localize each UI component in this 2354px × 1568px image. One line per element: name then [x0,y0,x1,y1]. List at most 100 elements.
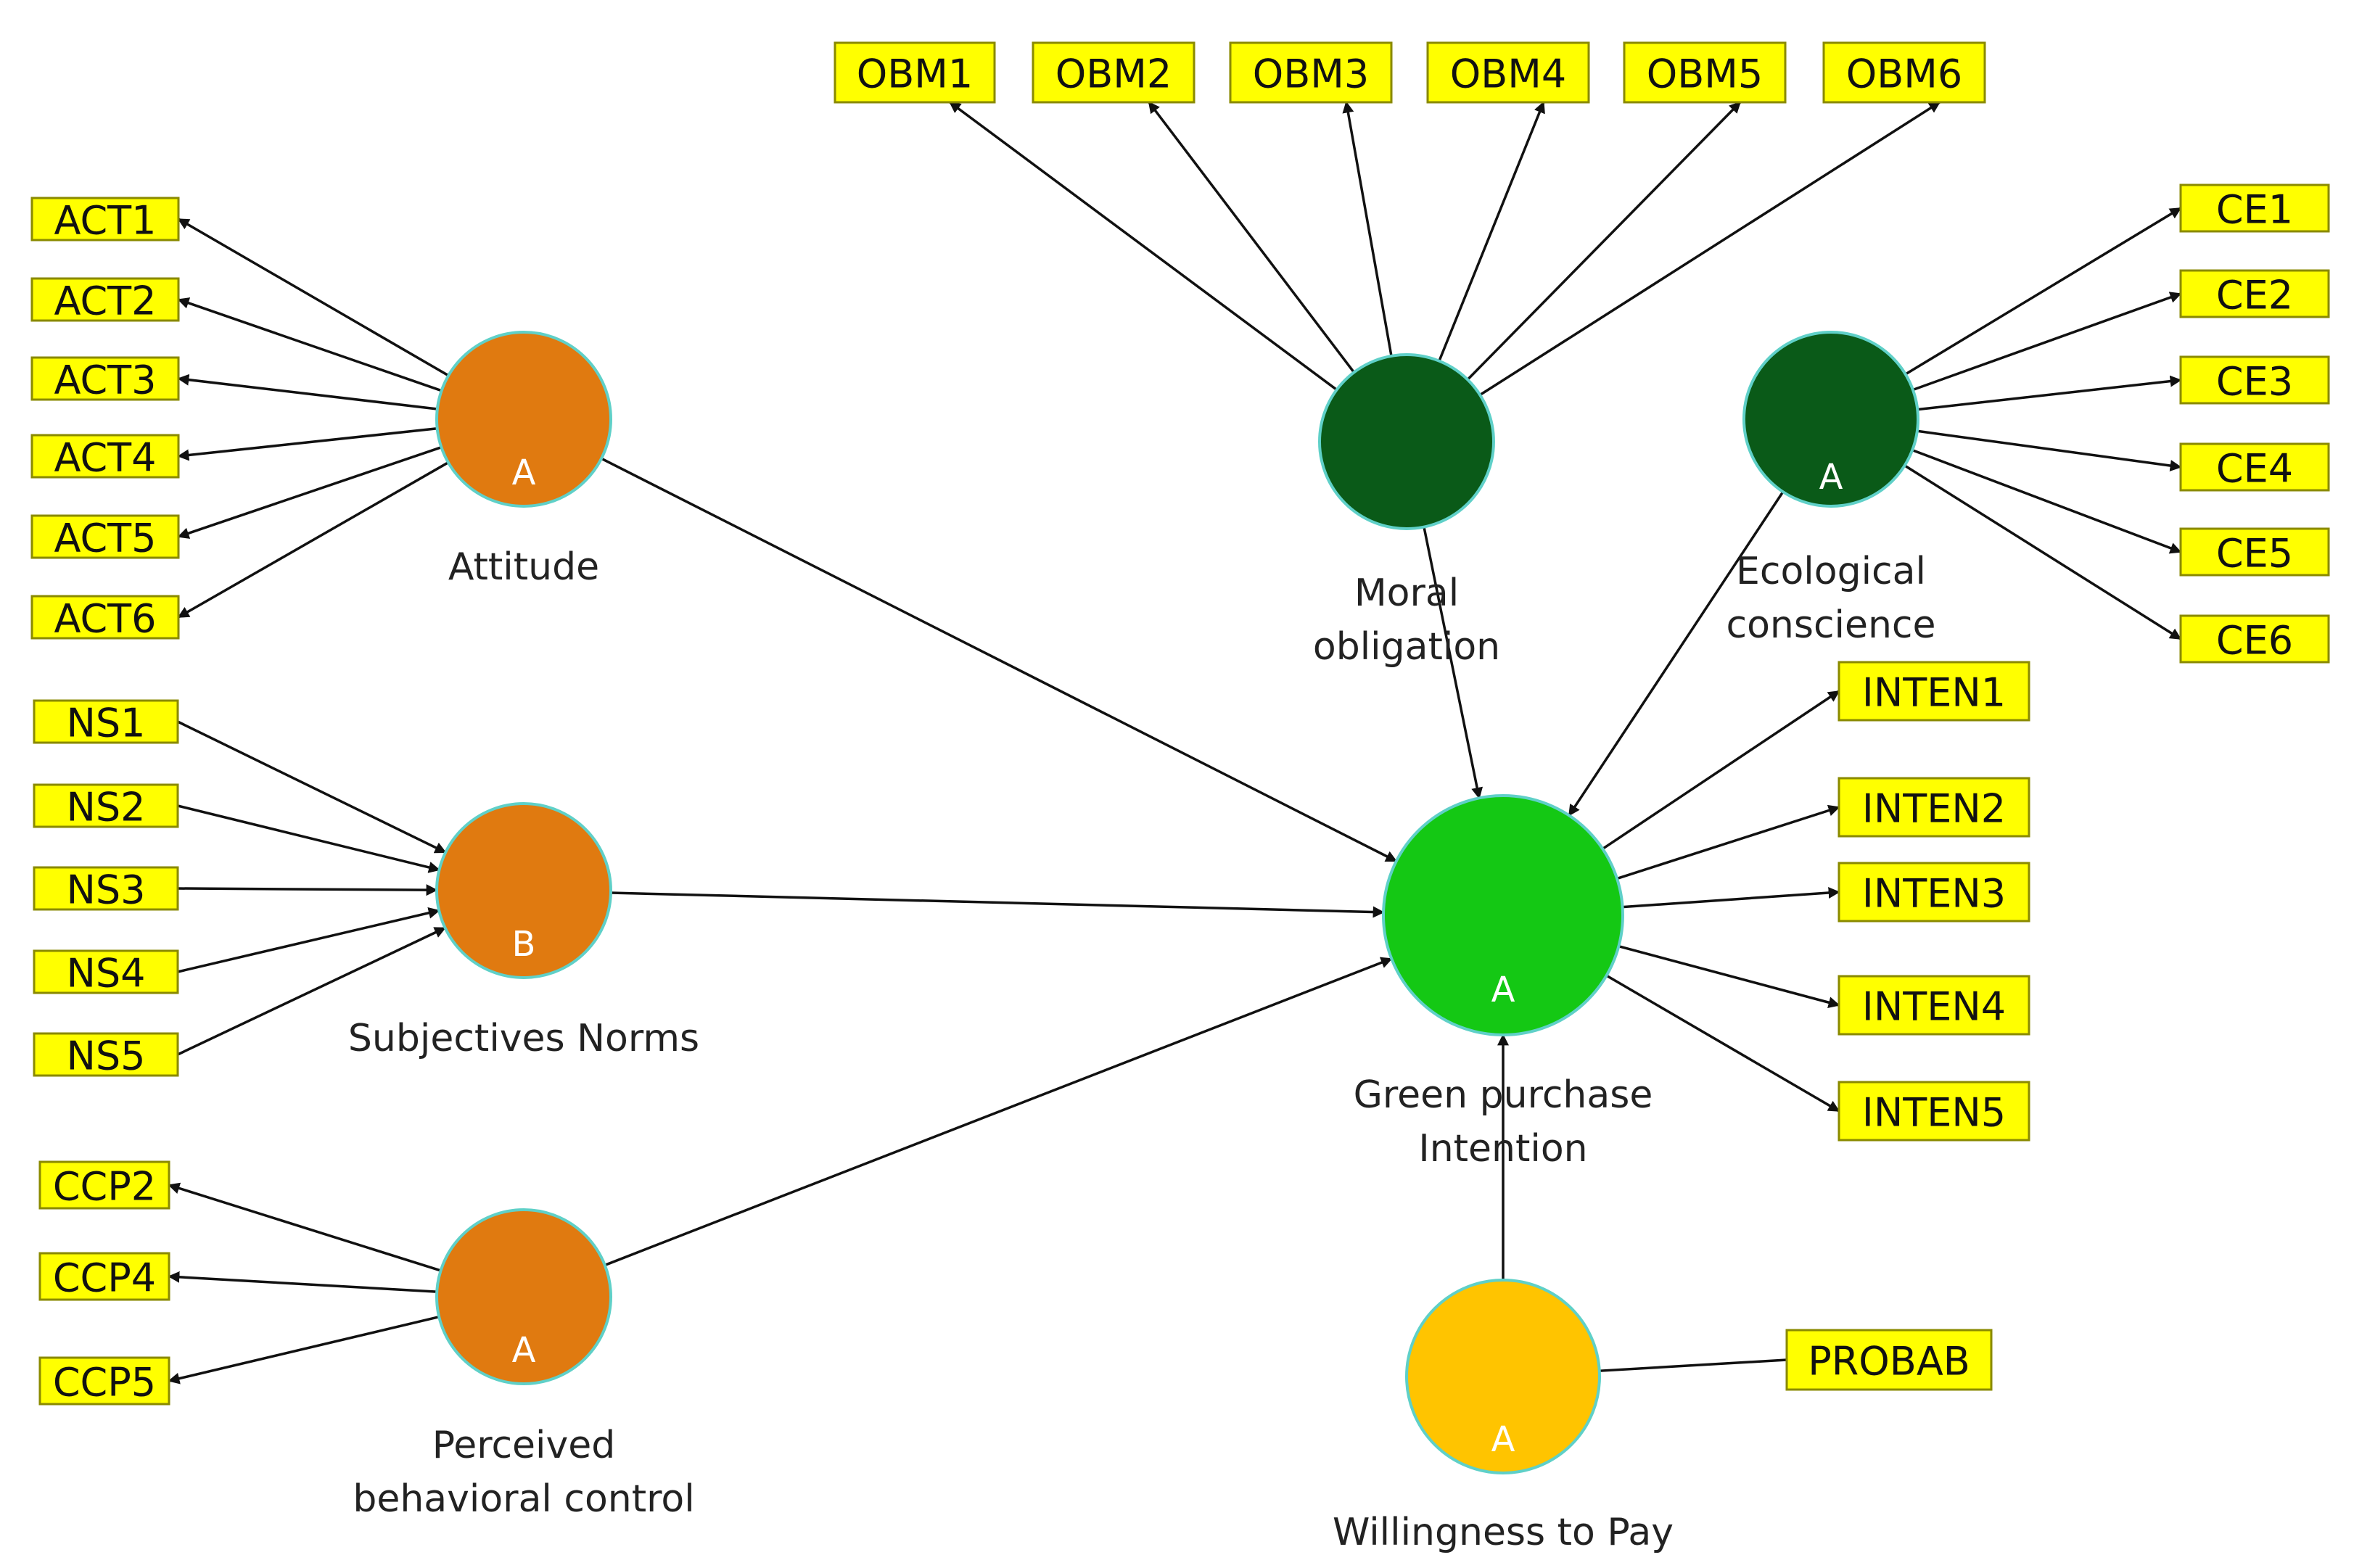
edge-ecological-conscience-ce1 [1904,207,2182,376]
edge-ecological-conscience-ce6 [1904,464,2182,640]
indicator-box [33,699,179,744]
construct-circle [1382,794,1624,1036]
indicator-box [38,1252,170,1301]
indicator-ccp5[interactable]: CCP5 [38,1356,170,1406]
indicator-box [1032,41,1195,104]
path-attitude-to-green-purchase-intention [601,457,1398,862]
indicator-label: NS2 [66,785,145,830]
indicator-act2[interactable]: ACT2 [30,277,180,324]
construct-mode: A [512,1330,536,1371]
indicator-inten4[interactable]: INTEN4 [1837,975,2030,1036]
indicator-box [1822,41,1986,104]
indicator-act1[interactable]: ACT1 [30,197,180,244]
indicator-ns1[interactable]: NS1 [33,699,179,746]
indicator-ccp4[interactable]: CCP4 [38,1252,170,1301]
indicator-ns5[interactable]: NS5 [33,1032,179,1079]
edge-moral-obligation-obm2 [1148,101,1355,374]
indicator-ce2[interactable]: CE2 [2179,269,2330,318]
edge-green-purchase-intention-inten4 [1618,944,1840,1009]
indicator-box [38,1356,170,1406]
edge-green-purchase-intention-inten5 [1605,974,1840,1113]
indicator-inten2[interactable]: INTEN2 [1837,777,2030,838]
indicator-label: ACT6 [54,596,156,642]
edge-subjective-norms-ns2 [177,804,441,873]
indicator-box [1837,975,2030,1036]
path-subjective-norms-to-green-purchase-intention [610,891,1385,918]
path-perceived-behavioral-control-to-green-purchase-intention [604,957,1393,1267]
indicator-label: NS4 [66,951,145,996]
edge-willingness-to-pay-probab [1599,1358,1787,1372]
construct-label: Subjectives Norms [348,1017,699,1060]
indicator-label: INTEN1 [1862,670,2006,716]
indicator-obm2[interactable]: OBM2 [1032,41,1195,104]
indicator-act3[interactable]: ACT3 [30,356,180,403]
edge-moral-obligation-obm4 [1438,101,1545,362]
indicator-obm4[interactable]: OBM4 [1426,41,1590,104]
indicator-label: OBM3 [1253,51,1370,97]
construct-mode: A [1491,970,1515,1010]
indicator-ce4[interactable]: CE4 [2179,442,2330,492]
indicator-obm1[interactable]: OBM1 [834,41,996,104]
indicator-obm3[interactable]: OBM3 [1229,41,1393,104]
edge-moral-obligation-obm3 [1342,101,1393,357]
construct-label: Intention [1418,1127,1587,1171]
edge-ecological-conscience-ce2 [1912,292,2182,392]
edge-attitude-act1 [177,218,450,377]
construct-label: Ecological [1736,550,1926,593]
construct-mode: A [1491,1419,1515,1460]
indicator-ns2[interactable]: NS2 [33,783,179,830]
indicators-layer: ACT1ACT2ACT3ACT4ACT5ACT6NS1NS2NS3NS4NS5C… [30,41,2330,1406]
indicator-inten5[interactable]: INTEN5 [1837,1081,2030,1142]
indicator-label: CE1 [2216,187,2293,233]
indicator-box [30,197,180,242]
indicator-label: PROBAB [1808,1339,1970,1385]
indicator-ns3[interactable]: NS3 [33,866,179,913]
indicator-ns4[interactable]: NS4 [33,949,179,996]
edge-moral-obligation-obm6 [1479,101,1941,397]
indicator-label: CE2 [2216,273,2293,318]
indicator-act6[interactable]: ACT6 [30,595,180,642]
indicator-label: ACT3 [54,358,156,403]
indicator-label: OBM5 [1647,51,1764,97]
construct-circle [1318,353,1495,530]
indicator-box [33,866,179,911]
indicator-ce5[interactable]: CE5 [2179,527,2330,577]
construct-label: Willingness to Pay [1333,1511,1674,1554]
construct-circle [435,331,612,508]
construct-willingness-to-pay[interactable]: A Willingness to Pay [1333,1279,1674,1554]
indicator-label: NS1 [66,701,145,746]
indicator-ccp2[interactable]: CCP2 [38,1160,170,1210]
edge-ecological-conscience-ce3 [1917,375,2182,411]
construct-circle [435,1208,612,1385]
indicator-probab[interactable]: PROBAB [1785,1329,1993,1391]
indicator-inten1[interactable]: INTEN1 [1837,661,2030,722]
indicator-box [1837,777,2030,838]
indicator-label: CE6 [2216,618,2293,664]
indicator-label: ACT4 [54,435,156,481]
indicator-box [1229,41,1393,104]
construct-label: Perceived [432,1424,616,1467]
indicator-inten3[interactable]: INTEN3 [1837,862,2030,923]
indicator-obm5[interactable]: OBM5 [1623,41,1787,104]
indicator-label: CCP5 [53,1360,156,1406]
indicator-act5[interactable]: ACT5 [30,514,180,561]
indicator-ce1[interactable]: CE1 [2179,183,2330,233]
indicator-ce6[interactable]: CE6 [2179,614,2330,664]
indicator-obm6[interactable]: OBM6 [1822,41,1986,104]
indicator-ce3[interactable]: CE3 [2179,355,2330,405]
indicator-act4[interactable]: ACT4 [30,434,180,481]
edge-attitude-act6 [177,461,449,619]
construct-label: Green purchase [1354,1073,1653,1117]
construct-label: Attitude [448,545,599,589]
edge-subjective-norms-ns5 [177,926,447,1056]
edge-perceived-behavioral-control-ccp5 [168,1315,440,1385]
indicator-label: ACT5 [54,516,156,561]
